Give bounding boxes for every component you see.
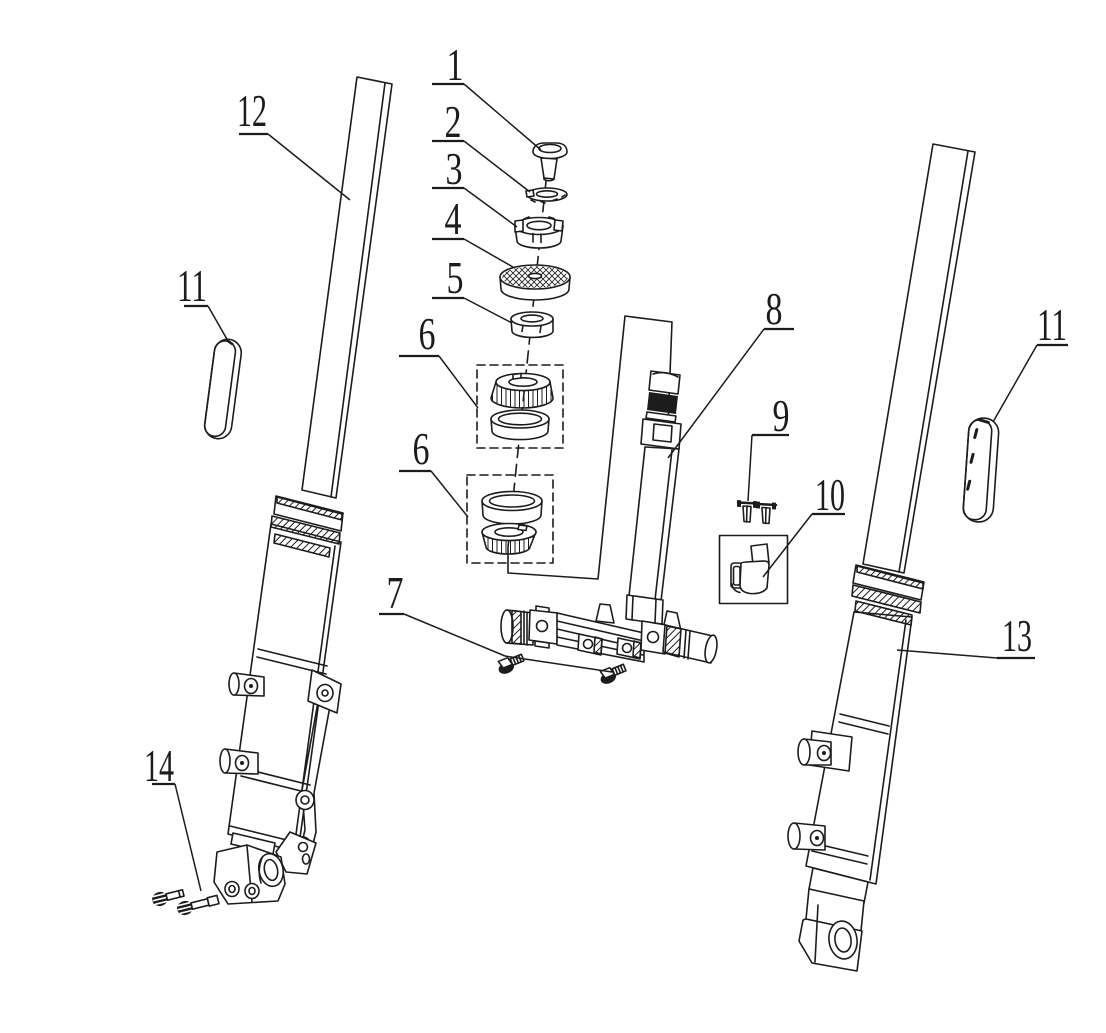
callout-number: 11 [1037, 299, 1067, 350]
part-7-pinch-bolts [497, 653, 627, 684]
right-fork-upper-tube [862, 143, 976, 574]
callout-12: 12 [237, 85, 351, 201]
callout-leader-line [267, 133, 351, 201]
callout-leader-line [403, 613, 613, 673]
callout-number: 8 [766, 283, 783, 334]
callout-leader-line [174, 783, 202, 892]
callout-1: 1 [432, 39, 542, 151]
part-14-fender-bolts [152, 888, 220, 916]
part-10-stopper-bracket [718, 534, 789, 605]
part-3-adjusting-nut [514, 216, 564, 249]
callout-number: 7 [387, 567, 404, 618]
callout-number: 12 [237, 85, 267, 136]
right-fork-mount-lug-lower [787, 822, 826, 851]
part-6-upper-bearing-set [476, 364, 564, 449]
callout-number: 2 [445, 96, 462, 147]
part-8-steering-stem [625, 370, 682, 625]
assembly-guide-line [507, 315, 673, 580]
part-2-lock-washer [525, 187, 568, 204]
callout-2: 2 [432, 96, 531, 193]
fender-bolt-right [177, 894, 220, 916]
callout-leader-line [747, 434, 753, 502]
screw-right [755, 501, 778, 525]
callout-number: 1 [447, 39, 464, 90]
callout-leader-line [992, 344, 1038, 423]
part-11-reflector-pad-left [203, 338, 243, 440]
callout-leader-line [463, 83, 542, 151]
callout-number: 9 [773, 390, 790, 441]
callout-number: 13 [1002, 610, 1032, 661]
part-13-right-fork-leg [787, 143, 976, 972]
callout-number: 6 [413, 423, 430, 474]
callout-number: 4 [445, 193, 462, 244]
right-axle-clamp [798, 867, 869, 972]
callout-8: 8 [667, 283, 794, 459]
callout-number: 10 [815, 469, 845, 520]
fender-bolt-left [152, 888, 185, 907]
lower-bearing-dashed-box [466, 474, 554, 564]
steering-stem-and-lower-bracket [497, 315, 718, 684]
part-9-screws [736, 500, 778, 525]
callout-leader-line [896, 649, 998, 659]
callout-leader-line [463, 238, 514, 268]
callout-13: 13 [896, 610, 1035, 661]
callout-number: 11 [177, 260, 207, 311]
callout-5: 5 [432, 252, 513, 324]
callout-11: 11 [177, 260, 229, 342]
right-fork-mount-lug-upper [797, 730, 853, 772]
left-fender-stay [294, 669, 342, 865]
part-1-stem-head-bolt [532, 142, 568, 182]
callout-number: 6 [419, 308, 436, 359]
left-axle-clamp [213, 831, 317, 905]
callout-6: 6 [399, 423, 469, 518]
callout-9: 9 [747, 390, 790, 502]
callout-number: 3 [446, 143, 463, 194]
callout-10: 10 [762, 469, 845, 578]
left-fork-mount-lug-lower [219, 748, 259, 775]
callout-leader-line [667, 328, 765, 459]
callout-leader-line [463, 140, 531, 193]
callout-7: 7 [379, 567, 613, 673]
callout-leader-line [207, 305, 229, 342]
part-5-seal-ring [510, 311, 554, 339]
callout-leader-line [762, 513, 813, 578]
callout-leader-line [463, 187, 518, 228]
part-6-lower-bearing-set [466, 474, 554, 564]
callout-number: 5 [447, 252, 464, 303]
upper-bearing-dashed-box [476, 364, 564, 449]
left-fork-mount-lug-upper [228, 672, 265, 697]
callout-11: 11 [992, 299, 1068, 423]
callout-3: 3 [432, 143, 518, 228]
part-10-detail-box [718, 534, 789, 605]
callout-14: 14 [144, 740, 202, 892]
screw-left [736, 500, 759, 523]
lower-triple-clamp [500, 603, 718, 664]
part-4-upper-bearing-cover [499, 264, 571, 301]
callout-leader-line [463, 297, 513, 324]
exploded-hardware-stack [466, 142, 571, 564]
callout-leader-line [430, 470, 469, 518]
part-11-reflector-pad-right [962, 417, 1000, 523]
callout-6: 6 [399, 308, 479, 409]
part-12-left-fork-leg [213, 76, 393, 905]
left-fork-upper-tube [301, 76, 393, 499]
callout-4: 4 [432, 193, 514, 268]
callout-number: 14 [144, 740, 174, 791]
callout-leader-line [438, 355, 479, 409]
